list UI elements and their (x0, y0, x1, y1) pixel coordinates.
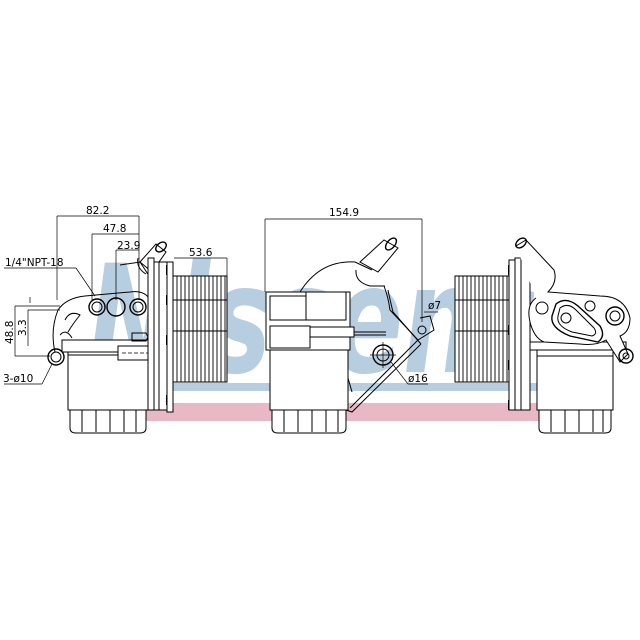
dimension-lines-left (4, 215, 228, 385)
dim-height: 48.8 (4, 321, 16, 344)
dim-small-hole: ø7 (428, 300, 441, 312)
dim-thread: 1/4"NPT-18 (5, 257, 64, 269)
dim-small-offset: 3.3 (17, 319, 29, 336)
dim-overall-width-left: 82.2 (86, 205, 109, 217)
front-view: 154.9 ø7 ø16 (264, 207, 441, 434)
left-side-view: 82.2 47.8 23.9 53.6 1/4"NPT-18 48.8 3.3 … (3, 205, 228, 434)
dim-mount-holes: 3-ø10 (3, 373, 33, 385)
dim-port-diameter: ø16 (408, 373, 428, 385)
dim-port-offset-2: 23.9 (117, 240, 140, 252)
dim-overall-width-front: 154.9 (329, 207, 359, 219)
dim-core-width: 53.6 (189, 247, 213, 259)
right-side-view (454, 237, 634, 434)
dim-port-offset-1: 47.8 (103, 223, 126, 235)
